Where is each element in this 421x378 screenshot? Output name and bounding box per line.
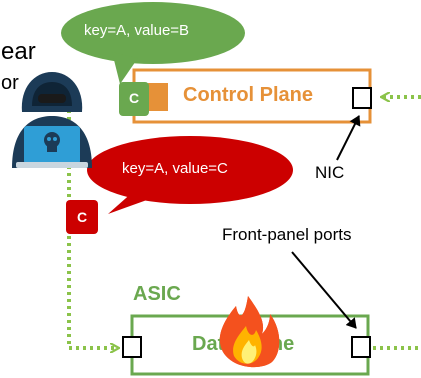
speech-bubble-top-text: key=A, value=B bbox=[84, 22, 190, 39]
speech-bubble-top-tail bbox=[112, 52, 138, 84]
front-panel-port bbox=[351, 336, 371, 358]
skull-icon bbox=[44, 132, 60, 152]
control-tag-label: C bbox=[129, 90, 140, 106]
front-panel-pointer bbox=[291, 251, 357, 329]
fire-icon bbox=[219, 296, 280, 368]
partial-text-top: ear bbox=[1, 38, 36, 65]
speech-bubble-attacker-tail bbox=[108, 190, 158, 214]
nic-pointer bbox=[336, 115, 361, 161]
nic-label: NIC bbox=[315, 163, 345, 182]
data-plane-label: Data Plane bbox=[192, 333, 295, 355]
speech-bubble-top bbox=[61, 2, 245, 64]
nic-port bbox=[352, 87, 372, 109]
attacker-tag bbox=[66, 200, 98, 234]
ingress-port bbox=[122, 336, 142, 358]
attacker-tag-label: C bbox=[77, 209, 88, 225]
speech-bubble-attacker bbox=[87, 136, 293, 204]
control-tag bbox=[119, 82, 149, 116]
partial-text-second: or bbox=[1, 72, 19, 94]
asic-label: ASIC bbox=[133, 283, 181, 305]
front-panel-label: Front-panel ports bbox=[222, 225, 352, 244]
hacker-icon bbox=[12, 72, 92, 168]
speech-bubble-attacker-text: key=A, value=C bbox=[122, 160, 228, 177]
control-plane-label: Control Plane bbox=[183, 84, 314, 106]
control-plane-accent bbox=[148, 83, 168, 111]
